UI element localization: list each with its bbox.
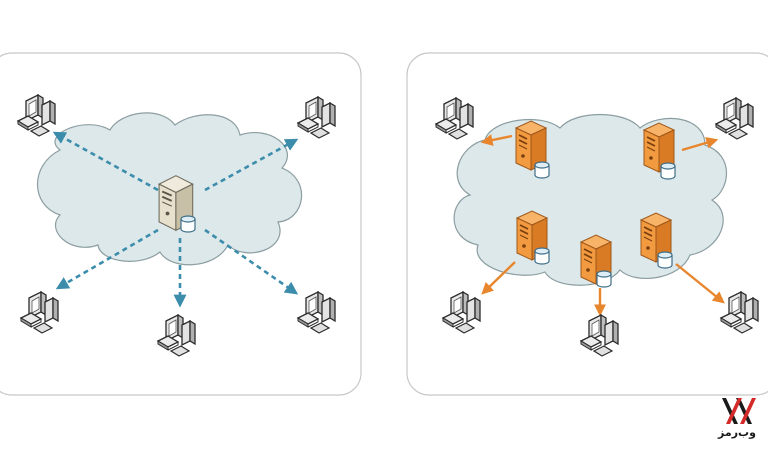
link-arrow <box>204 228 299 295</box>
database-icon <box>596 270 612 288</box>
link-arrow <box>681 136 719 152</box>
link-arrow <box>55 228 159 290</box>
database-icon <box>534 161 550 179</box>
link-arrow <box>480 134 513 146</box>
centralized-panel <box>0 52 362 396</box>
logo-text: وب‌رمز <box>718 426 756 439</box>
central-server <box>158 174 196 233</box>
logo-mark-icon <box>722 398 756 424</box>
distributed-panel <box>406 52 768 396</box>
database-icon <box>180 215 196 233</box>
database-icon <box>657 251 673 269</box>
link-arrow <box>481 261 516 295</box>
server-node <box>580 234 612 288</box>
database-icon <box>534 247 550 265</box>
link-arrow <box>52 131 159 192</box>
database-icon <box>660 162 676 180</box>
brand-logo: وب‌رمز <box>712 396 762 444</box>
link-arrow <box>675 263 725 304</box>
